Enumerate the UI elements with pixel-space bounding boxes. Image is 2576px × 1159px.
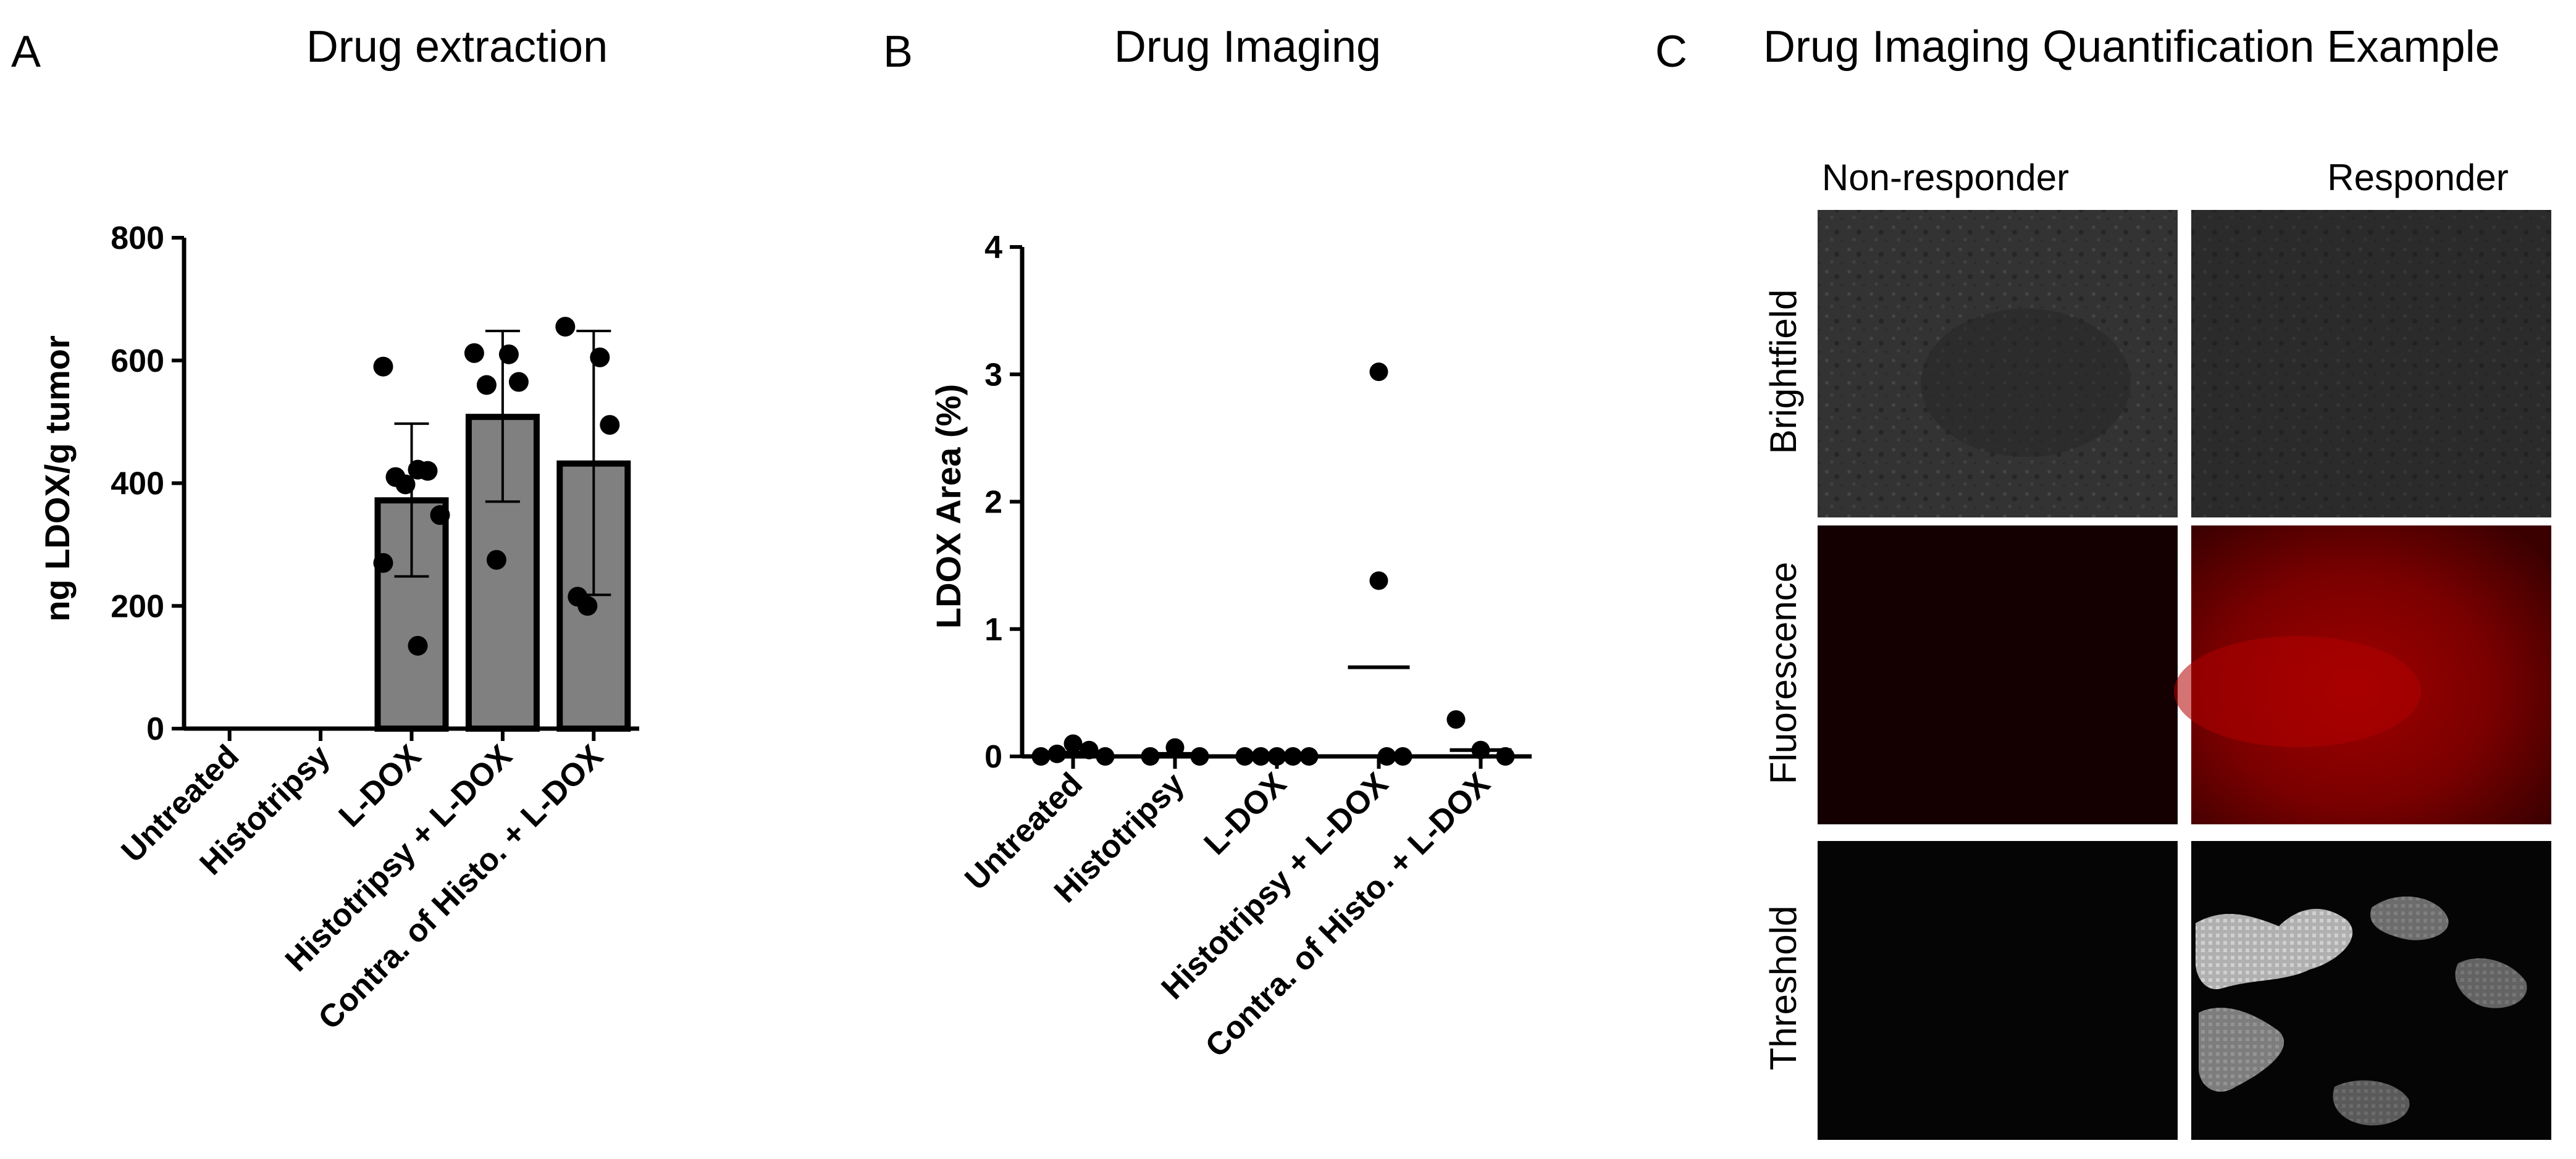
y-tick-label-3: 600 xyxy=(111,343,164,379)
panel-letter-b: B xyxy=(883,27,913,77)
data-point-2-2 xyxy=(417,461,438,481)
data-point-4-2 xyxy=(600,415,620,435)
row-label-fluorescence: Fluorescence xyxy=(1763,562,1804,784)
data-point-4-0 xyxy=(555,317,576,337)
fluorescence-hotspot-responder xyxy=(2174,636,2421,747)
y-tick-label-0: 0 xyxy=(984,739,1002,775)
data-point-0-1 xyxy=(1047,744,1067,763)
y-tick-label-2: 2 xyxy=(984,485,1002,521)
chart-b-ylabel: LDOX Area (%) xyxy=(929,384,968,629)
chart-a-title: Drug extraction xyxy=(306,22,608,72)
threshold-mask-responder xyxy=(2196,896,2527,1126)
data-point-4-4 xyxy=(577,596,598,616)
data-point-3-4 xyxy=(486,550,506,570)
y-tick-label-2: 400 xyxy=(111,466,164,502)
data-point-2-0 xyxy=(373,356,393,377)
data-point-3-1 xyxy=(498,344,519,364)
chart-b-title: Drug Imaging xyxy=(1114,22,1381,72)
panel-letter-c: C xyxy=(1655,27,1687,77)
data-point-3-3 xyxy=(476,375,497,395)
chart-a-ylabel: ng LDOX/g tumor xyxy=(38,335,77,622)
data-point-3-2 xyxy=(508,372,529,392)
column-label-non-responder: Non-responder xyxy=(1822,157,2069,198)
row-label-threshold: Threshold xyxy=(1763,906,1804,1071)
y-tick-label-1: 1 xyxy=(984,612,1002,648)
y-tick-label-0: 0 xyxy=(146,711,164,747)
data-point-3-1 xyxy=(1369,571,1388,590)
panel-letter-a: A xyxy=(11,27,41,77)
data-point-1-1 xyxy=(1165,738,1185,757)
y-tick-label-3: 3 xyxy=(984,357,1002,393)
fluorescence-image-non-responder xyxy=(1818,525,2178,824)
panel-c: C Drug Imaging Quantification Example No… xyxy=(1655,22,2551,1140)
data-point-2-6 xyxy=(373,553,393,573)
y-tick-label-1: 200 xyxy=(111,588,164,624)
brightfield-shadow-non-responder xyxy=(1921,309,2131,457)
y-tick-label-4: 4 xyxy=(984,230,1002,266)
threshold-image-non-responder xyxy=(1818,841,2178,1140)
data-point-3-0 xyxy=(464,343,484,363)
panel-c-title: Drug Imaging Quantification Example xyxy=(1763,22,2500,72)
data-point-4-1 xyxy=(590,347,610,367)
data-point-2-4 xyxy=(395,474,416,495)
category-label-2: L-DOX xyxy=(1198,766,1294,862)
brightfield-overlay-responder xyxy=(2191,210,2551,517)
data-point-2-5 xyxy=(430,505,450,525)
column-label-responder: Responder xyxy=(2327,157,2509,198)
data-point-3-0 xyxy=(1369,362,1388,382)
data-point-0-2 xyxy=(1064,734,1083,753)
data-point-4-0 xyxy=(1446,710,1466,729)
row-label-brightfield: Brightfield xyxy=(1763,290,1804,454)
y-tick-label-4: 800 xyxy=(111,220,164,256)
brightfield-image-responder xyxy=(2191,210,2551,517)
data-point-2-7 xyxy=(408,635,428,656)
